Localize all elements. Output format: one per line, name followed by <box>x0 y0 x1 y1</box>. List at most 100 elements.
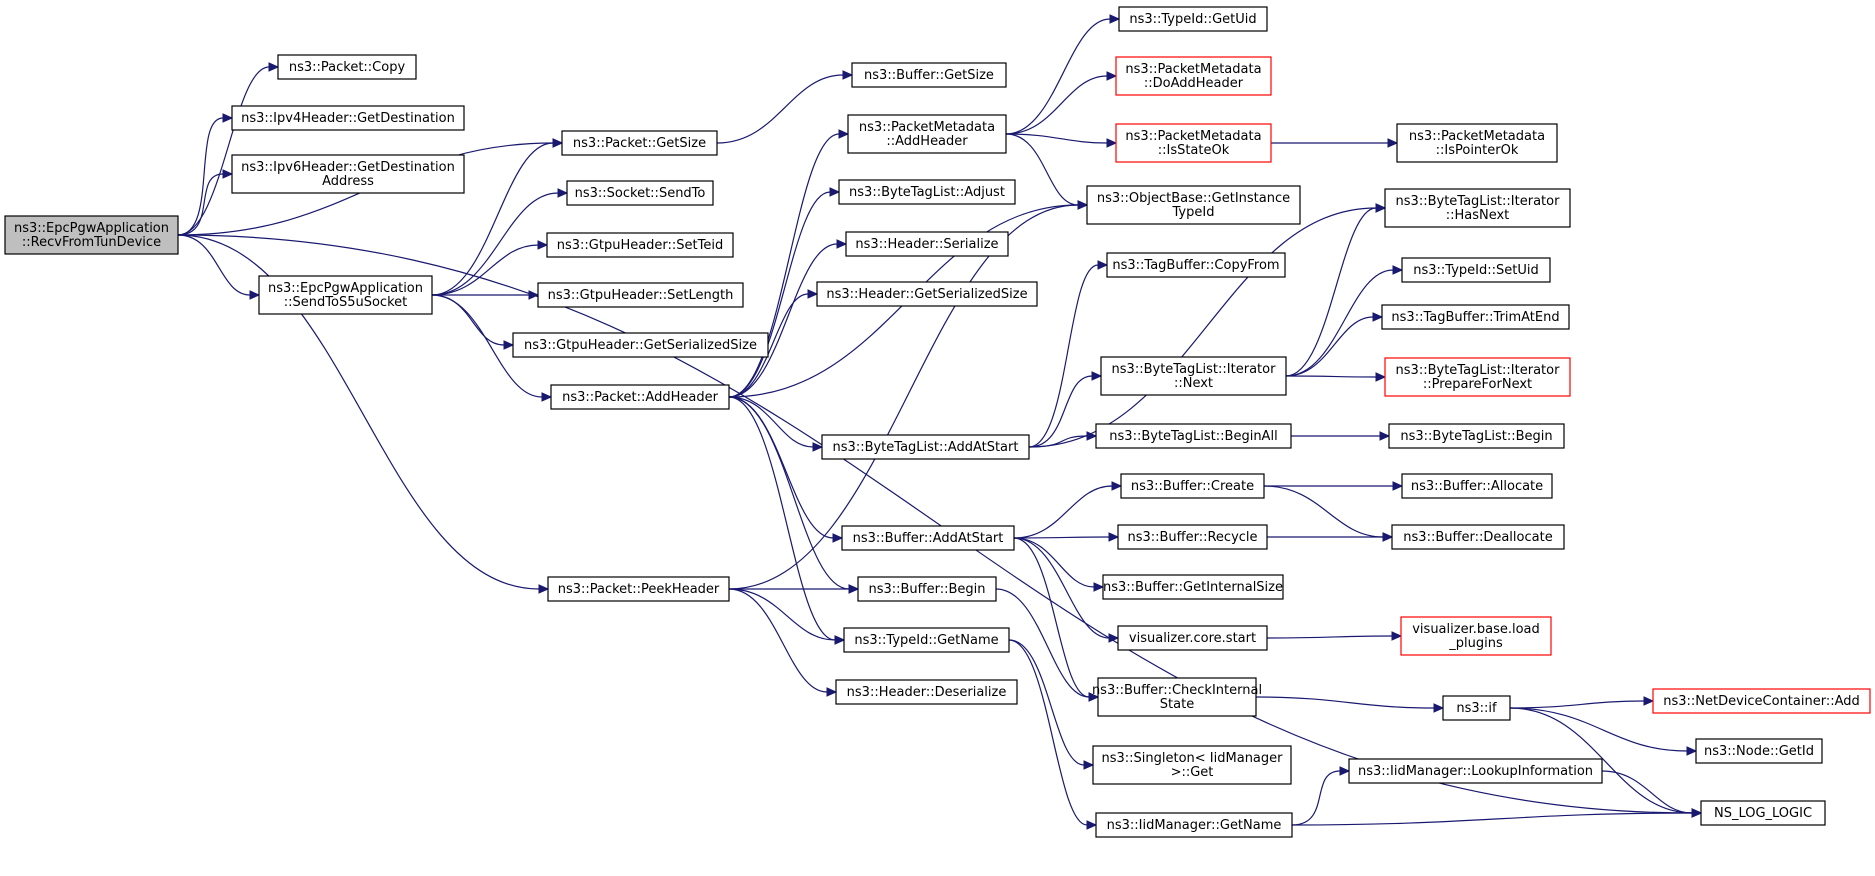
node-ns3-node-getid[interactable]: ns3::Node::GetId <box>1695 738 1823 764</box>
node-box <box>851 62 1007 88</box>
node-ns3-buffer-recycle[interactable]: ns3::Buffer::Recycle <box>1117 524 1268 550</box>
node-ns3-buffer-begin[interactable]: ns3::Buffer::Begin <box>857 576 997 602</box>
edge-addheader-to-typegetname <box>728 396 836 641</box>
node-visualizer-core-start[interactable]: visualizer.core.start <box>1117 625 1268 651</box>
node-label: ::RecvFromTunDevice <box>22 235 161 250</box>
node-box <box>843 627 1010 653</box>
edge-typegetname-to-iidgetname <box>1008 639 1088 826</box>
node-ns3-singleton-iidmanager-get[interactable]: ns3::Singleton< IidManager>::Get <box>1092 745 1292 785</box>
node-ns3-netdevicecontainer-add[interactable]: ns3::NetDeviceContainer::Add <box>1652 688 1871 714</box>
node-ns3-iidmanager-getname[interactable]: ns3::IidManager::GetName <box>1095 812 1293 838</box>
node-ns3-buffer-deallocate[interactable]: ns3::Buffer::Deallocate <box>1391 524 1565 550</box>
node-ns3-bytetaglist-iterator-next[interactable]: ns3::ByteTagList::Iterator::Next <box>1100 356 1287 396</box>
node-ns3-bytetaglist-begin[interactable]: ns3::ByteTagList::Begin <box>1388 423 1565 449</box>
edge-pmadd-to-getuid <box>1005 18 1111 135</box>
arrowhead-recv-to-sends5u <box>249 290 261 300</box>
node-box <box>1381 304 1570 330</box>
node-ns3-buffer-getinternalsize[interactable]: ns3::Buffer::GetInternalSize <box>1102 574 1284 600</box>
node-ns3-packet-addheader[interactable]: ns3::Packet::AddHeader <box>550 384 730 410</box>
node-ns3-bytetaglist-iterator-hasnext[interactable]: ns3::ByteTagList::Iterator::HasNext <box>1384 188 1571 228</box>
node-ns3-header-serialize[interactable]: ns3::Header::Serialize <box>845 231 1009 257</box>
node-ns3-buffer-getsize[interactable]: ns3::Buffer::GetSize <box>851 62 1007 88</box>
arrowhead-pmadd-to-getuid <box>1109 14 1121 24</box>
edge-recv-to-peekheader <box>177 234 540 590</box>
node-ns-log-logic[interactable]: NS_LOG_LOGIC <box>1700 800 1826 826</box>
node-ns3-if[interactable]: ns3::if <box>1442 695 1511 721</box>
node-box <box>1118 6 1268 32</box>
node-ns3-bytetaglist-iterator-preparefornext[interactable]: ns3::ByteTagList::Iterator::PrepareForNe… <box>1384 357 1571 397</box>
arrowhead-btladdstart-to-btlbeginall <box>1086 431 1098 441</box>
node-ns3-tagbuffer-copyfrom[interactable]: ns3::TagBuffer::CopyFrom <box>1106 252 1286 278</box>
node-label: ns3::ByteTagList::AddAtStart <box>833 440 1019 455</box>
node-ns3-packetmetadata-doaddheader[interactable]: ns3::PacketMetadata::DoAddHeader <box>1115 56 1272 96</box>
node-ns3-epcpgwapplication-recvfromtundevice[interactable]: ns3::EpcPgwApplication::RecvFromTunDevic… <box>4 215 179 255</box>
node-ns3-gtpuheader-setlength[interactable]: ns3::GtpuHeader::SetLength <box>537 282 744 308</box>
node-ns3-typeid-setuid[interactable]: ns3::TypeId::SetUid <box>1401 257 1551 283</box>
arrowhead-sends5u-to-setlen <box>528 290 540 300</box>
node-ns3-gtpuheader-setteid[interactable]: ns3::GtpuHeader::SetTeid <box>546 232 734 258</box>
edge-vizstart-to-vizload <box>1266 635 1393 639</box>
node-label: ns3::TypeId::GetName <box>854 633 998 648</box>
node-label: ns3::Buffer::Begin <box>868 582 985 597</box>
node-ns3-packetmetadata-isstateok[interactable]: ns3::PacketMetadata::IsStateOk <box>1115 123 1272 163</box>
arrowhead-btlnext-to-tagtrim <box>1372 312 1384 322</box>
node-ns3-bytetaglist-adjust[interactable]: ns3::ByteTagList::Adjust <box>838 179 1016 205</box>
node-box <box>1115 56 1272 96</box>
edges-layer <box>177 14 1703 830</box>
edge-typegetname-to-singleton <box>1008 639 1085 766</box>
node-ns3-ipv4header-getdestination[interactable]: ns3::Ipv4Header::GetDestination <box>231 105 465 131</box>
node-ns3-typeid-getname[interactable]: ns3::TypeId::GetName <box>843 627 1010 653</box>
node-ns3-typeid-getuid[interactable]: ns3::TypeId::GetUid <box>1118 6 1268 32</box>
node-label: ns3::TypeId::GetUid <box>1129 12 1256 27</box>
node-box <box>1401 473 1553 499</box>
node-ns3-epcpgwapplication-sendtos5usocket[interactable]: ns3::EpcPgwApplication::SendToS5uSocket <box>258 275 433 315</box>
node-ns3-tagbuffer-trimatend[interactable]: ns3::TagBuffer::TrimAtEnd <box>1381 304 1570 330</box>
node-ns3-bytetaglist-beginall[interactable]: ns3::ByteTagList::BeginAll <box>1095 423 1292 449</box>
arrowhead-pktsize-to-bufsize <box>842 70 854 80</box>
node-ns3-packet-peekheader[interactable]: ns3::Packet::PeekHeader <box>547 576 730 602</box>
node-box <box>546 232 734 258</box>
node-ns3-iidmanager-lookupinformation[interactable]: ns3::IidManager::LookupInformation <box>1348 758 1603 784</box>
node-ns3-gtpuheader-getserializedsize[interactable]: ns3::GtpuHeader::GetSerializedSize <box>512 332 769 358</box>
edge-peekheader-to-hdrdeser <box>728 588 828 693</box>
node-ns3-packet-copy[interactable]: ns3::Packet::Copy <box>277 54 417 80</box>
nodes-layer: ns3::EpcPgwApplication::RecvFromTunDevic… <box>4 6 1871 838</box>
edge-sends5u-to-addheader <box>431 294 543 398</box>
node-ns3-bytetaglist-addatstart[interactable]: ns3::ByteTagList::AddAtStart <box>821 434 1030 460</box>
arrowhead-addheader-to-btladdstart <box>812 442 824 452</box>
edge-bufcreate-to-bufdealloc <box>1263 485 1384 538</box>
node-label: ::SendToS5uSocket <box>284 295 407 310</box>
node-label: ns3::PacketMetadata <box>1409 129 1545 144</box>
node-label: ns3::TagBuffer::CopyFrom <box>1112 258 1279 273</box>
node-box <box>1700 800 1826 826</box>
node-ns3-header-getserializedsize[interactable]: ns3::Header::GetSerializedSize <box>816 281 1038 307</box>
node-label: ns3::ByteTagList::Adjust <box>849 185 1005 200</box>
edge-btladdstart-to-btlbeginall <box>1028 435 1088 448</box>
node-ns3-header-deserialize[interactable]: ns3::Header::Deserialize <box>835 679 1018 705</box>
node-ns3-buffer-create[interactable]: ns3::Buffer::Create <box>1120 473 1265 499</box>
node-label: ns3::if <box>1456 701 1497 716</box>
node-box <box>550 384 730 410</box>
node-ns3-socket-sendto[interactable]: ns3::Socket::SendTo <box>566 180 714 206</box>
node-ns3-buffer-addatstart[interactable]: ns3::Buffer::AddAtStart <box>841 525 1015 551</box>
edge-iidgetname-to-iidlookup <box>1291 770 1341 826</box>
node-box <box>566 180 714 206</box>
node-box <box>537 282 744 308</box>
node-label: ns3::Buffer::Deallocate <box>1403 530 1552 545</box>
node-ns3-packetmetadata-ispointerok[interactable]: ns3::PacketMetadata::IsPointerOk <box>1396 123 1558 163</box>
node-ns3-buffer-allocate[interactable]: ns3::Buffer::Allocate <box>1401 473 1553 499</box>
node-label: ns3::ByteTagList::Iterator <box>1112 362 1277 377</box>
node-label: ::Next <box>1174 376 1213 391</box>
edge-addheader-to-pmadd <box>728 133 840 398</box>
node-box <box>1100 356 1287 396</box>
node-box <box>1086 185 1301 225</box>
node-ns3-packet-getsize[interactable]: ns3::Packet::GetSize <box>561 130 718 156</box>
node-visualizer-base-load-plugins[interactable]: visualizer.base.load_plugins <box>1400 616 1552 656</box>
node-ns3-packetmetadata-addheader[interactable]: ns3::PacketMetadata::AddHeader <box>847 114 1007 154</box>
node-box <box>1388 423 1565 449</box>
node-label: ns3::IidManager::LookupInformation <box>1358 764 1593 779</box>
node-box <box>845 231 1009 257</box>
